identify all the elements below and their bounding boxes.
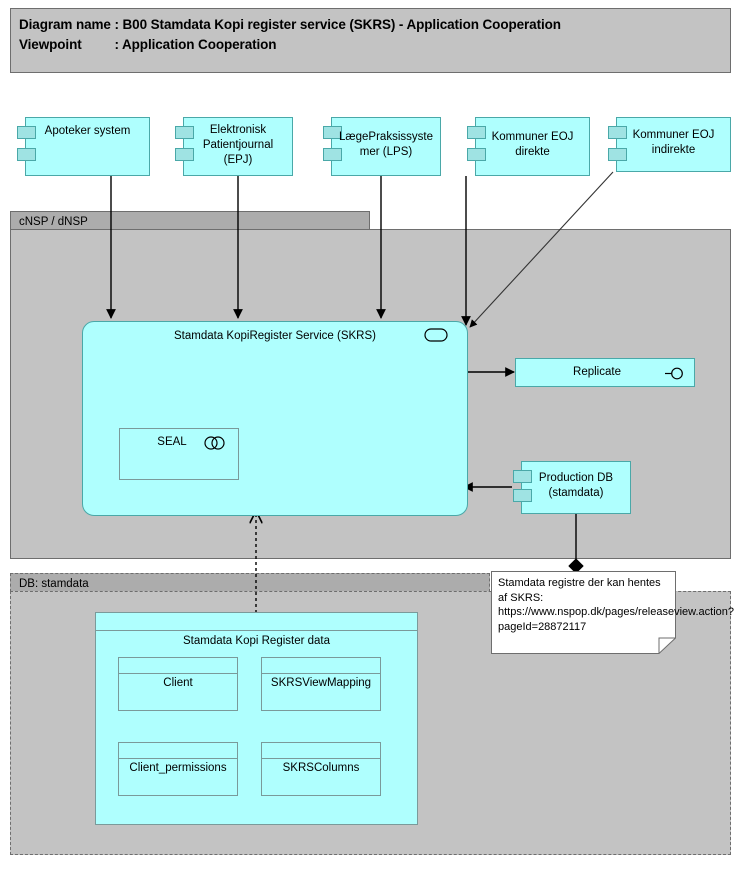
- note-shape: [491, 571, 676, 654]
- data-object-header-rule: [262, 758, 380, 759]
- data-object-label: SKRSColumns: [282, 762, 360, 774]
- seal-label: SEAL: [157, 436, 187, 448]
- application-interface-replicate[interactable]: Replicate: [515, 358, 695, 387]
- component-label: Kommuner EOJ direkte: [491, 131, 574, 158]
- application-interface-icon: [665, 367, 683, 380]
- component-kommuner-eoj-direkte[interactable]: Kommuner EOJ direkte: [467, 117, 590, 176]
- component-kommuner-eoj-indirekte[interactable]: Kommuner EOJ indirekte: [608, 117, 731, 172]
- component-notch-upper: [323, 126, 342, 139]
- component-label: Apoteker system: [44, 125, 131, 137]
- application-collaboration-icon: [204, 436, 225, 450]
- diagram-title-block: Diagram name : B00 Stamdata Kopi registe…: [10, 8, 731, 73]
- note-text: Stamdata registre der kan hentes af SKRS…: [498, 577, 735, 633]
- component-label: Production DB (stamdata): [538, 472, 614, 499]
- data-object-header-rule: [96, 630, 417, 631]
- data-object-client-permissions[interactable]: Client_permissions: [118, 742, 238, 796]
- component-notch-upper: [175, 126, 194, 139]
- component-production-db[interactable]: Production DB (stamdata): [513, 461, 631, 514]
- application-collaboration-seal[interactable]: SEAL: [119, 428, 239, 480]
- group-label-db: DB: stamdata: [19, 578, 89, 590]
- data-object-label: Client: [163, 677, 193, 689]
- component-notch-lower: [467, 148, 486, 161]
- group-label-cnsp: cNSP / dNSP: [19, 216, 88, 228]
- component-label: Elektronisk Patientjournal (EPJ): [202, 124, 274, 166]
- component-epj[interactable]: Elektronisk Patientjournal (EPJ): [175, 117, 293, 176]
- component-lps[interactable]: LægePraksissyste mer (LPS): [323, 117, 441, 176]
- data-object-label: Stamdata Kopi Register data: [182, 635, 331, 647]
- data-object-header-rule: [262, 673, 380, 674]
- application-service-skrs[interactable]: Stamdata KopiRegister Service (SKRS) SEA…: [82, 321, 468, 516]
- data-object-skrsviewmapping[interactable]: SKRSViewMapping: [261, 657, 381, 711]
- component-label: Kommuner EOJ indirekte: [632, 129, 715, 156]
- diagram-name-line: Diagram name : B00 Stamdata Kopi registe…: [19, 17, 561, 32]
- data-object-label: Client_permissions: [129, 762, 227, 774]
- component-notch-lower: [175, 148, 194, 161]
- replicate-label: Replicate: [573, 366, 621, 378]
- component-label: LægePraksissyste mer (LPS): [339, 131, 433, 158]
- component-notch-lower: [17, 148, 36, 161]
- viewpoint-line: Viewpoint : Application Cooperation: [19, 37, 277, 52]
- service-label: Stamdata KopiRegister Service (SKRS): [174, 330, 376, 342]
- component-notch-upper: [17, 126, 36, 139]
- application-service-icon: [424, 328, 448, 342]
- group-tab-cnsp: cNSP / dNSP: [10, 211, 370, 230]
- data-object-client[interactable]: Client: [118, 657, 238, 711]
- component-notch-upper: [467, 126, 486, 139]
- component-notch-lower: [323, 148, 342, 161]
- component-notch-lower: [608, 148, 627, 161]
- component-apoteker-system[interactable]: Apoteker system: [17, 117, 150, 176]
- note-skrs-registers: Stamdata registre der kan hentes af SKRS…: [491, 571, 735, 654]
- data-object-header-rule: [119, 758, 237, 759]
- data-object-header-rule: [119, 673, 237, 674]
- component-notch-lower: [513, 489, 532, 502]
- data-object-label: SKRSViewMapping: [270, 677, 372, 689]
- group-tab-db: DB: stamdata: [10, 573, 490, 592]
- data-object-skrscolumns[interactable]: SKRSColumns: [261, 742, 381, 796]
- component-notch-upper: [513, 470, 532, 483]
- component-notch-upper: [608, 126, 627, 139]
